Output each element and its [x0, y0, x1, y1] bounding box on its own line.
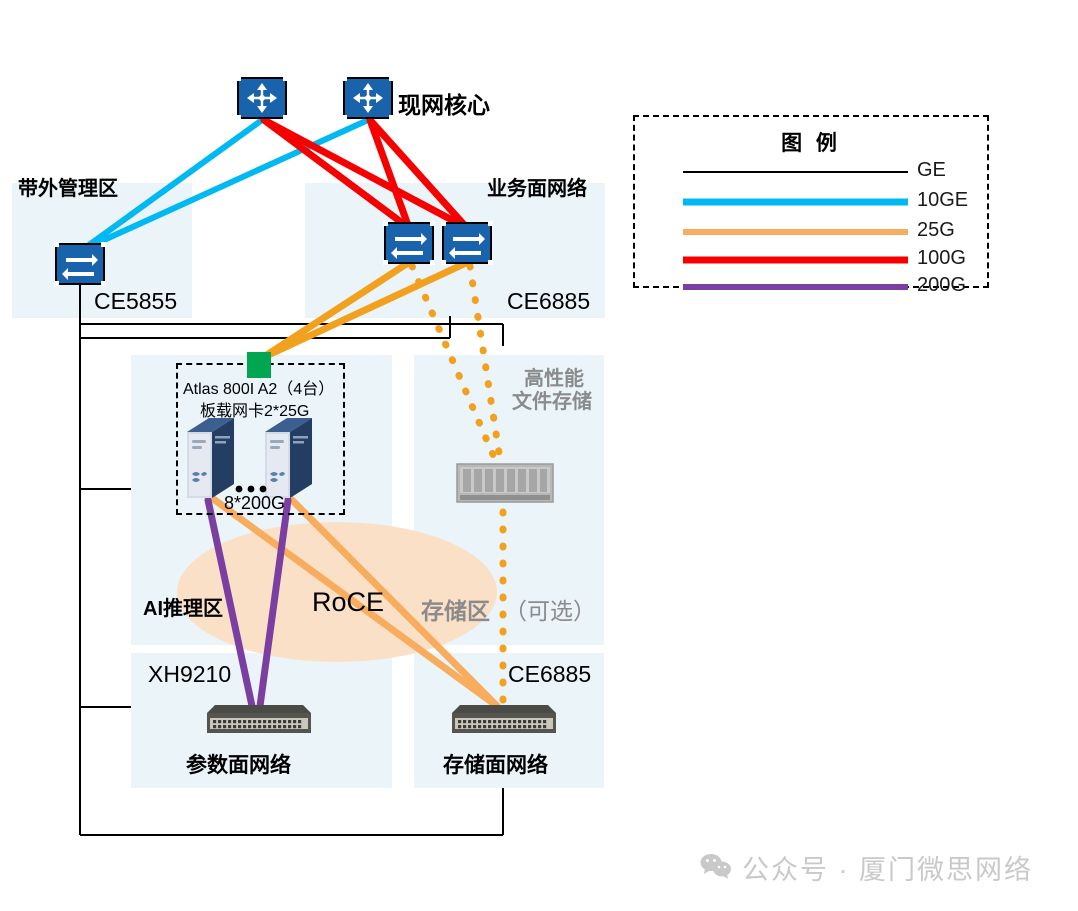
legend-label-200g: 200G — [917, 274, 966, 296]
high-perf-storage-label-line1: 高性能 — [524, 368, 584, 390]
legend-row-10ge: 10GE — [635, 189, 987, 215]
legend-swatch-ge — [683, 171, 908, 173]
legend-swatch-200g — [683, 284, 908, 290]
core-routers-label: 现网核心 — [398, 92, 490, 118]
legend-title: 图 例 — [781, 132, 841, 155]
link-25g-ce6885a-atlas — [258, 259, 412, 362]
link-200g-atlas2-xh9210 — [256, 496, 292, 710]
oob-zone-label: 带外管理区 — [18, 178, 118, 200]
storage-plane-label: 存储面网络 — [443, 754, 548, 777]
legend-row-25g: 25G — [635, 219, 987, 245]
legend-row-200g: 200G — [635, 274, 987, 300]
watermark-text: 公众号 · 厦门微思网络 — [742, 855, 1033, 885]
link-10ge-core2-ce5855 — [79, 117, 371, 253]
high-perf-storage-label-line2: 文件存储 — [512, 391, 592, 413]
legend-label-10ge: 10GE — [917, 189, 969, 211]
link-25g-ce6885b-atlas — [258, 259, 470, 362]
link-100g-core2-ce6885a — [366, 116, 413, 232]
legend-row-100g: 100G — [635, 247, 987, 273]
legend-label-25g: 25G — [917, 219, 955, 241]
ce5855-label: CE5855 — [94, 288, 178, 314]
legend-row-ge: GE — [635, 159, 987, 185]
parameter-plane-label: 参数面网络 — [186, 754, 291, 777]
storage-zone-label: 存储区 — [421, 598, 490, 624]
storage-zone-optional-label: （可选） — [504, 598, 596, 624]
ce6885-bottom-label: CE6885 — [508, 661, 592, 687]
link-25g-dotted-ce6885a-storage — [408, 262, 507, 482]
legend-swatch-10ge — [683, 198, 908, 206]
link-8x200g-label: 8*200G — [224, 493, 286, 513]
service-zone-label: 业务面网络 — [487, 178, 587, 200]
legend-swatch-25g — [683, 229, 908, 235]
link-25g-atlas1-ce6885bottom — [208, 494, 501, 710]
ai-zone-label: AI推理区 — [143, 598, 223, 620]
legend: 图 例 GE 10GE 25G 100G — [633, 115, 989, 296]
wechat-icon — [700, 854, 731, 879]
link-100g-core2-ce6885b — [366, 116, 471, 232]
roce-label: RoCE — [312, 587, 385, 617]
ce6885-top-label: CE6885 — [507, 288, 591, 314]
link-100g-core1-ce6885b — [260, 116, 471, 232]
legend-label-100g: 100G — [917, 247, 966, 269]
link-200g-atlas1-xh9210 — [204, 496, 256, 710]
xh9210-label: XH9210 — [148, 661, 232, 687]
green-nic-marker — [247, 352, 271, 378]
link-25g-atlas2-ce6885bottom — [286, 494, 501, 710]
link-10ge-core1-ce5855 — [79, 117, 265, 253]
atlas-label-line2: 板载网卡2*25G — [200, 403, 310, 420]
link-25g-dotted-ce6885b-storage — [466, 262, 507, 482]
legend-swatch-100g — [683, 256, 908, 264]
link-100g-core1-ce6885a — [260, 116, 413, 232]
legend-label-ge: GE — [917, 159, 946, 181]
atlas-label-line1: Atlas 800I A2（4台） — [183, 381, 335, 398]
